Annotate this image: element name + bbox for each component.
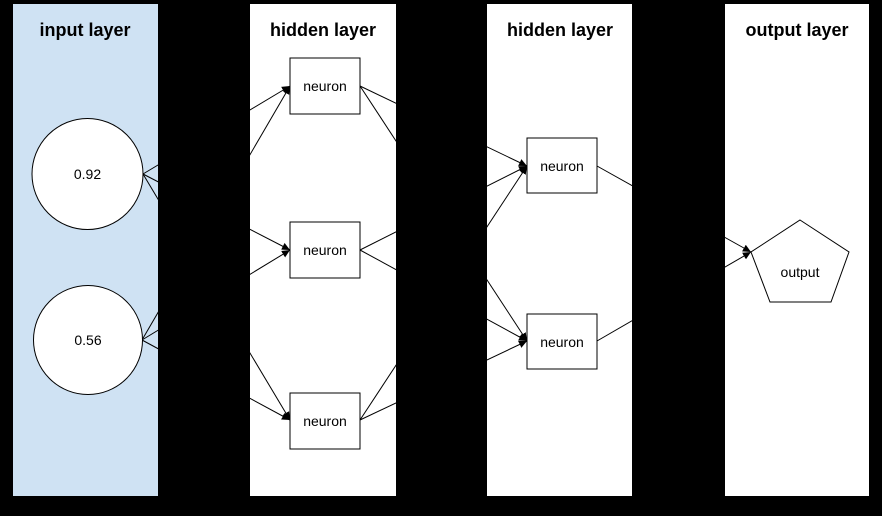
hidden2-neuron-2-label: neuron <box>540 334 584 350</box>
output-layer-title: output layer <box>745 20 848 40</box>
edge-input1-hidden1-1 <box>142 85 291 175</box>
hidden1-neuron-2-box <box>289 221 361 279</box>
edge-input1-hidden1-3 <box>142 173 291 421</box>
hidden1-neuron-1-label: neuron <box>303 78 347 94</box>
hidden-layer-2-title: hidden layer <box>507 20 613 40</box>
input-node-2-circle <box>33 285 143 395</box>
hidden2-neuron-1-box <box>526 137 598 194</box>
output-layer: output layer output <box>745 20 850 303</box>
edge-hidden1-3-hidden2-2 <box>359 340 528 421</box>
input-layer-panel <box>13 4 158 496</box>
edge-hidden1-1-hidden2-2 <box>359 85 528 342</box>
input-layer: input layer 0.92 0.56 <box>31 20 144 395</box>
input-node-1-value: 0.92 <box>74 166 101 182</box>
hidden1-neuron-3-label: neuron <box>303 413 347 429</box>
output-node-label: output <box>781 264 820 280</box>
hidden2-neuron-2-box <box>526 313 598 370</box>
edge-input2-hidden1-3 <box>141 339 291 421</box>
hidden1-neuron-3-box <box>289 392 361 450</box>
connections <box>141 85 752 421</box>
hidden-layer-1: hidden layer neuron neuron neuron <box>270 20 376 450</box>
edge-hidden1-1-hidden2-1 <box>359 85 528 167</box>
hidden-layer-1-title: hidden layer <box>270 20 376 40</box>
edge-input2-hidden1-2 <box>141 249 291 341</box>
output-node-pentagon <box>750 219 850 303</box>
input-node-1-circle <box>31 118 144 230</box>
edge-hidden1-2-hidden2-2 <box>359 249 528 342</box>
edge-hidden2-1-output <box>596 165 752 253</box>
input-layer-title: input layer <box>39 20 130 40</box>
edge-hidden2-2-output <box>596 251 752 342</box>
hidden1-neuron-1-box <box>289 57 361 115</box>
input-node-2-value: 0.56 <box>74 332 101 348</box>
hidden1-neuron-2-label: neuron <box>303 242 347 258</box>
hidden-layer-2-panel <box>487 4 632 496</box>
hidden-layer-2: hidden layer neuron neuron <box>507 20 613 370</box>
edge-hidden1-3-hidden2-1 <box>359 165 528 421</box>
edge-hidden1-2-hidden2-1 <box>359 165 528 251</box>
edge-input2-hidden1-1 <box>141 85 291 341</box>
hidden2-neuron-1-label: neuron <box>540 158 584 174</box>
